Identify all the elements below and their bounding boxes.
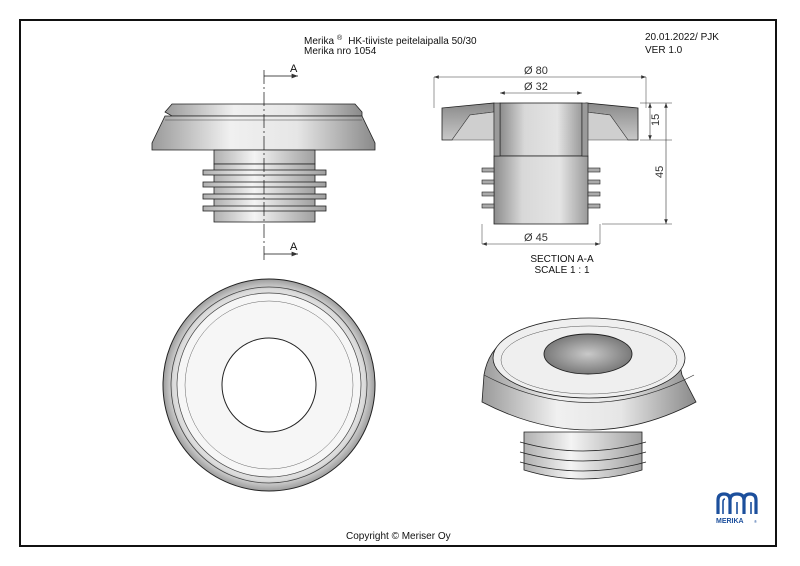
section-caption: SECTION A-A SCALE 1 : 1 (522, 254, 602, 276)
rib-4 (202, 205, 327, 212)
top-view-bore (221, 337, 317, 433)
dim-outer-diameter: Ø 80 (524, 65, 548, 77)
dim-inner-diameter: Ø 32 (524, 81, 548, 93)
merika-logo: MERIKA ® (716, 492, 758, 525)
version-label: VER 1.0 (645, 45, 683, 56)
top-view (162, 278, 376, 492)
product-number: Merika nro 1054 (304, 46, 377, 57)
dim-base-diameter: Ø 45 (524, 232, 548, 244)
copyright: Copyright © Meriser Oy (346, 531, 451, 542)
section-ribs (481, 167, 601, 209)
section-mark-top: A (290, 63, 298, 75)
date-author: 20.01.2022/ PJK (645, 32, 719, 43)
section-scale: SCALE 1 : 1 (534, 265, 590, 276)
body-neck (213, 149, 316, 165)
flange-top (164, 103, 363, 117)
flange-skirt (151, 115, 376, 151)
section-tube-upper (499, 102, 583, 157)
reg-mark: ® (337, 35, 343, 42)
drawing-frame (19, 19, 777, 547)
isometric-view (481, 317, 697, 480)
section-mark-bottom: A (290, 241, 298, 253)
dim-flange-height: 15 (650, 114, 662, 126)
iso-body (523, 431, 643, 480)
product-name: HK-tiiviste peitelaipalla 50/30 (348, 36, 477, 47)
logo-reg-mark: ® (754, 519, 757, 524)
rib-2 (202, 181, 327, 188)
logo-text: MERIKA (716, 518, 744, 525)
rib-3 (202, 193, 327, 200)
title-line: Merika® HK-tiiviste peitelaipalla 50/30 (304, 33, 477, 48)
side-view: A A (151, 63, 376, 262)
section-name: SECTION A-A (530, 254, 594, 265)
iso-bore (543, 333, 633, 375)
brand-name: Merika (304, 36, 335, 47)
section-view: Ø 80 Ø 32 Ø 45 15 45 (433, 65, 672, 246)
section-tube-lower (493, 155, 589, 225)
rib-1 (202, 169, 327, 176)
dim-total-height: 45 (654, 166, 666, 178)
